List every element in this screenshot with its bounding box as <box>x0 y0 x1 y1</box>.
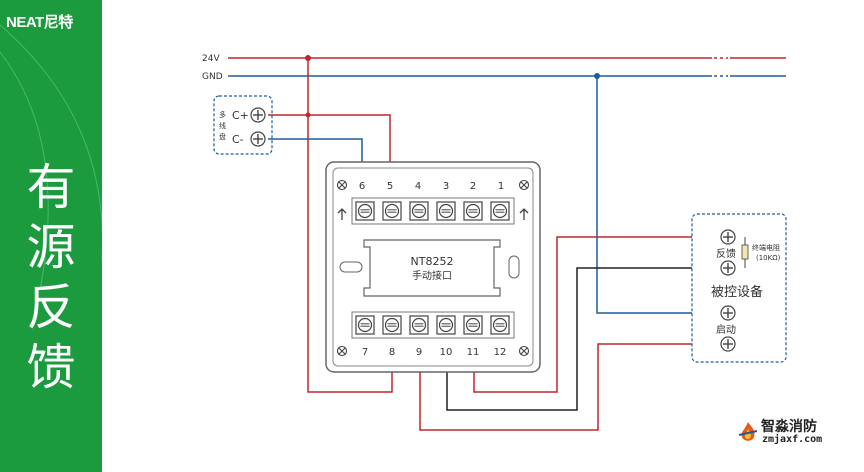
resistor-icon <box>741 237 749 268</box>
c-minus-label: C- <box>232 133 244 146</box>
module-label-plate <box>363 239 501 297</box>
terminal-screw-7 <box>355 315 375 335</box>
terminal-screw-5 <box>382 201 402 221</box>
bottom-terminal-strip <box>351 311 515 339</box>
terminal-label: 3 <box>443 181 449 192</box>
terminal-screw-12 <box>490 315 510 335</box>
title-char: 反 <box>26 279 76 336</box>
terminal-screw-6 <box>355 201 375 221</box>
terminal-label: 12 <box>494 347 507 358</box>
terminal-label: 11 <box>467 347 480 358</box>
terminal-label: 5 <box>387 181 393 192</box>
resistor-value: (10KΩ) <box>756 254 781 262</box>
terminal-label: 4 <box>415 181 421 192</box>
terminal-label: 9 <box>416 347 422 358</box>
controlled-device-box <box>691 213 787 363</box>
junction-dot <box>305 55 311 61</box>
terminal-screw-10 <box>436 315 456 335</box>
terminal-screw-1 <box>490 201 510 221</box>
feedback-terminal-upper <box>720 229 736 245</box>
c-plus-terminal <box>250 107 266 123</box>
module-name: 手动接口 <box>412 269 452 282</box>
up-arrow-icon <box>337 208 347 220</box>
multiline-panel-box <box>213 95 273 155</box>
up-arrow-icon <box>519 208 529 220</box>
panel-label-char: 线 <box>219 121 226 130</box>
mount-screw-icon <box>336 345 348 357</box>
terminal-screw-9 <box>409 315 429 335</box>
terminal-label: 2 <box>470 181 476 192</box>
terminal-label: 7 <box>362 347 368 358</box>
watermark-url: zmjaxf.com <box>762 434 823 445</box>
feedback-terminal-lower <box>720 260 736 276</box>
page-title: 有 源 反 馈 <box>0 158 102 398</box>
device-title: 被控设备 <box>711 284 763 300</box>
bus-24v-label: 24V <box>202 54 220 64</box>
brand-logo: NEAT尼特 <box>6 14 73 31</box>
title-char: 有 <box>26 159 76 216</box>
junction-dot <box>594 73 600 79</box>
start-terminal-upper <box>720 305 736 321</box>
bus-gnd-label: GND <box>202 72 223 82</box>
terminal-label: 8 <box>389 347 395 358</box>
sidebar: NEAT尼特 有 源 反 馈 <box>0 0 102 472</box>
start-terminal-lower <box>720 336 736 352</box>
panel-label-char: 多 <box>219 110 226 119</box>
feedback-label: 反馈 <box>716 247 736 260</box>
module-slot-left <box>339 261 363 273</box>
mount-screw-icon <box>518 345 530 357</box>
top-terminal-strip <box>351 197 515 225</box>
watermark: 智淼消防 zmjaxf.com <box>734 414 844 454</box>
mount-screw-icon <box>518 179 530 191</box>
module-model: NT8252 <box>411 255 454 268</box>
terminal-label: 6 <box>359 181 365 192</box>
sidebar-decor-curves <box>0 24 102 291</box>
watermark-name: 智淼消防 <box>761 419 817 435</box>
title-char: 馈 <box>26 339 76 396</box>
terminal-screw-3 <box>436 201 456 221</box>
terminal-label: 1 <box>498 181 504 192</box>
c-minus-terminal <box>250 131 266 147</box>
terminal-label: 10 <box>440 347 453 358</box>
start-label: 启动 <box>716 323 736 336</box>
resistor-label: 终端电阻 <box>752 243 780 252</box>
panel-label-char: 盘 <box>219 132 226 141</box>
title-char: 源 <box>26 219 76 276</box>
junction-dot <box>305 112 311 118</box>
mount-screw-icon <box>336 179 348 191</box>
terminal-screw-2 <box>463 201 483 221</box>
terminal-screw-4 <box>409 201 429 221</box>
c-plus-label: C+ <box>232 109 249 122</box>
terminal-screw-8 <box>382 315 402 335</box>
module-slot-right <box>508 255 520 279</box>
flame-logo-icon <box>738 422 758 441</box>
terminal-screw-11 <box>463 315 483 335</box>
